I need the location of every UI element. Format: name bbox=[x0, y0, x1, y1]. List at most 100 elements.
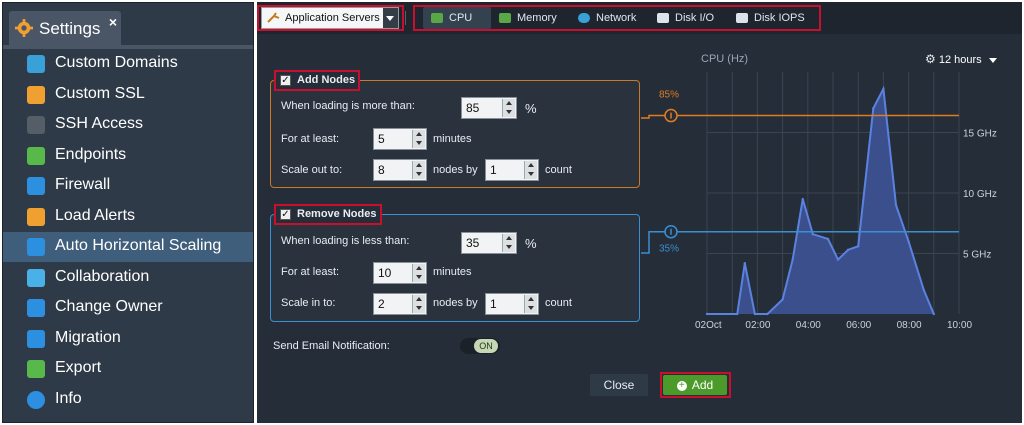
remove-scale-value: 2 bbox=[378, 297, 385, 311]
sidebar-item-migration[interactable]: Migration bbox=[3, 324, 253, 354]
add-nodes-group bbox=[270, 80, 640, 188]
cpu-icon bbox=[431, 13, 443, 24]
export-icon bbox=[27, 360, 45, 378]
threshold-label: 85% bbox=[659, 90, 679, 101]
data-point bbox=[766, 312, 769, 316]
tab-disk-iops[interactable]: Disk IOPS bbox=[736, 7, 816, 29]
data-point bbox=[846, 248, 850, 252]
remove-nodes-title: Remove Nodes bbox=[297, 208, 377, 220]
sidebar-item-custom-domains[interactable]: Custom Domains bbox=[3, 49, 253, 79]
data-point bbox=[743, 261, 746, 265]
period-label: 12 hours bbox=[938, 54, 982, 66]
close-button[interactable]: Close bbox=[590, 374, 648, 396]
highlight-add-button bbox=[660, 372, 731, 398]
sidebar-item-label: Custom SSL bbox=[55, 84, 145, 102]
sidebar-item-load-alerts[interactable]: Load Alerts bbox=[3, 202, 253, 232]
chevron-down-icon[interactable] bbox=[988, 57, 997, 63]
data-point bbox=[857, 245, 860, 248]
sidebar-item-label: Firewall bbox=[55, 176, 111, 193]
highlight-node-group bbox=[257, 5, 404, 31]
tab-disk-io[interactable]: Disk I/O bbox=[657, 7, 727, 29]
sidebar-item-auto-horizontal-scaling[interactable]: Auto Horizontal Scaling bbox=[3, 232, 253, 262]
sidebar-item-label: Load Alerts bbox=[55, 206, 136, 224]
data-point bbox=[753, 312, 757, 316]
remove-scale-input[interactable]: 2 bbox=[373, 293, 427, 315]
tab-cpu[interactable]: CPU bbox=[423, 7, 491, 29]
spinner-arrows-icon[interactable] bbox=[502, 99, 515, 117]
sidebar-item-ssh-access[interactable]: SSH Access bbox=[3, 110, 253, 140]
scaling-icon bbox=[27, 238, 45, 256]
tab-memory[interactable]: Memory bbox=[499, 7, 567, 29]
collaboration-icon bbox=[27, 268, 45, 287]
chart-title: CPU (Hz) bbox=[701, 53, 748, 65]
add-duration-unit: minutes bbox=[433, 133, 472, 145]
x-tick-label: 02Oct bbox=[695, 320, 722, 331]
remove-nodes-checkbox[interactable]: ✓ bbox=[280, 209, 291, 220]
add-load-percent: % bbox=[525, 101, 537, 116]
remove-step-input[interactable]: 1 bbox=[485, 293, 539, 315]
sidebar-item-change-owner[interactable]: Change Owner bbox=[3, 293, 253, 323]
period-select[interactable]: ⚙ 12 hours bbox=[925, 52, 997, 66]
add-scale-label: Scale out to: bbox=[281, 164, 343, 176]
remove-duration-input[interactable]: 10 bbox=[373, 262, 427, 284]
scaling-panel: Application Servers CPU Memory Network D… bbox=[257, 2, 1022, 423]
remove-load-percent: % bbox=[525, 236, 537, 251]
spinner-arrows-icon[interactable] bbox=[412, 161, 425, 179]
remove-count: count bbox=[545, 297, 572, 309]
spinner-arrows-icon[interactable] bbox=[412, 130, 425, 148]
disk-icon bbox=[736, 13, 748, 24]
data-point bbox=[826, 237, 830, 241]
info-icon bbox=[27, 390, 45, 409]
remove-nodes-by: nodes by bbox=[433, 297, 478, 309]
chevron-down-icon[interactable] bbox=[383, 8, 398, 28]
add-nodes-by: nodes by bbox=[433, 164, 478, 176]
tab-strip bbox=[3, 45, 253, 49]
threshold-line bbox=[641, 230, 959, 254]
add-step-input[interactable]: 1 bbox=[485, 159, 539, 181]
node-group-select[interactable]: Application Servers bbox=[261, 7, 399, 29]
add-button[interactable]: +Add bbox=[663, 375, 727, 395]
sidebar-item-firewall[interactable]: Firewall bbox=[3, 171, 253, 201]
remove-duration-unit: minutes bbox=[433, 266, 472, 278]
sidebar-item-label: Change Owner bbox=[55, 298, 163, 315]
cpu-area bbox=[707, 88, 934, 314]
sidebar-item-export[interactable]: Export bbox=[3, 354, 253, 384]
gear-icon: ⚙ bbox=[925, 52, 936, 66]
sidebar-item-collaboration[interactable]: Collaboration bbox=[3, 263, 253, 293]
data-point bbox=[791, 258, 794, 261]
terminal-icon bbox=[27, 116, 45, 134]
sidebar-item-custom-ssl[interactable]: Custom SSL bbox=[3, 80, 253, 110]
sidebar-item-label: Info bbox=[55, 389, 82, 407]
add-nodes-checkbox[interactable]: ✓ bbox=[280, 75, 291, 86]
sidebar-item-info[interactable]: Info bbox=[3, 385, 253, 415]
spinner-arrows-icon[interactable] bbox=[412, 295, 425, 313]
remove-load-value: 35 bbox=[466, 236, 480, 250]
spinner-arrows-icon[interactable] bbox=[502, 234, 515, 252]
spinner-arrows-icon[interactable] bbox=[412, 264, 425, 282]
remove-load-input[interactable]: 35 bbox=[461, 232, 517, 254]
settings-tab[interactable]: Settings × bbox=[9, 11, 121, 45]
remove-duration-value: 10 bbox=[378, 266, 392, 280]
sidebar-item-endpoints[interactable]: Endpoints bbox=[3, 141, 253, 171]
y-tick-label: 5 GHz bbox=[963, 250, 991, 261]
spinner-arrows-icon[interactable] bbox=[524, 295, 537, 313]
toggle-knob: ON bbox=[474, 339, 498, 353]
add-load-input[interactable]: 85 bbox=[461, 97, 517, 119]
add-nodes-title: Add Nodes bbox=[297, 74, 356, 86]
remove-scale-label: Scale in to: bbox=[281, 297, 336, 309]
spinner-arrows-icon[interactable] bbox=[524, 161, 537, 179]
add-scale-input[interactable]: 8 bbox=[373, 159, 427, 181]
close-icon[interactable]: × bbox=[108, 14, 117, 30]
data-point bbox=[736, 312, 739, 316]
sidebar-item-label: Collaboration bbox=[55, 267, 150, 285]
email-toggle[interactable]: ON bbox=[460, 338, 500, 354]
data-point bbox=[801, 197, 804, 201]
disk-icon bbox=[657, 13, 669, 24]
tab-network[interactable]: Network bbox=[578, 7, 648, 29]
shield-icon bbox=[27, 177, 45, 195]
add-duration-input[interactable]: 5 bbox=[373, 128, 427, 150]
highlight-metrics bbox=[413, 5, 821, 31]
data-point bbox=[932, 312, 935, 316]
